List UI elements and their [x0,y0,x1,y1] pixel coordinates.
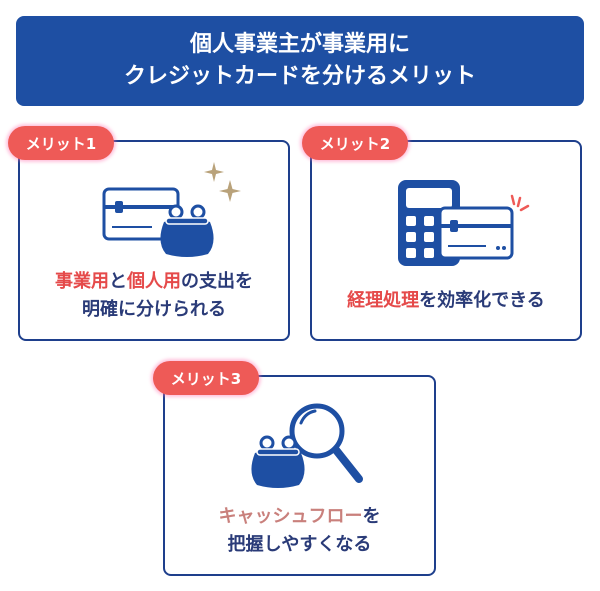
merit-badge-2: メリット2 [302,126,408,160]
sparkle-icon [204,162,241,202]
caption-highlight: 個人用 [127,271,181,292]
merit-badge-1: メリット1 [8,126,114,160]
merit-badge-3: メリット3 [153,361,259,395]
emphasis-lines-icon [510,194,530,212]
caption-text: の支出を [181,271,253,292]
magnifier-icon [289,403,363,483]
coin-purse-icon [160,204,214,257]
merit-1-caption: 事業用と個人用の支出を 明確に分けられる [20,268,288,324]
merit-1-caption-line-2: 明確に分けられる [82,299,226,320]
merit-3-caption-line-2: 把握しやすくなる [227,534,372,555]
caption-highlight: キャッシュフロー [218,506,363,527]
coin-purse-icon [251,435,305,488]
merit-2-caption: 経理処理を効率化できる [312,287,580,315]
merit-3-caption: キャッシュフローを 把握しやすくなる [165,503,434,559]
merit-1-caption-line-1: 事業用と個人用の支出を [20,268,288,296]
caption-highlight: 経理処理 [347,290,420,311]
merit-card-2: 経理処理を効率化できる [310,140,582,341]
merit-card-3: キャッシュフローを 把握しやすくなる [163,375,436,576]
title-line-2: クレジットカードを分けるメリット [123,64,476,89]
caption-text: と [109,271,127,292]
credit-card-icon [438,206,514,260]
caption-text: を [362,506,381,527]
caption-text: を効率化できる [419,290,545,311]
title-line-1: 個人事業主が事業用に [189,32,410,57]
caption-highlight: 事業用 [55,271,109,292]
title-banner: 個人事業主が事業用に クレジットカードを分けるメリット [16,16,584,106]
merit-3-caption-line-1: キャッシュフローを [165,503,434,531]
merit-card-1: 事業用と個人用の支出を 明確に分けられる [18,140,290,341]
